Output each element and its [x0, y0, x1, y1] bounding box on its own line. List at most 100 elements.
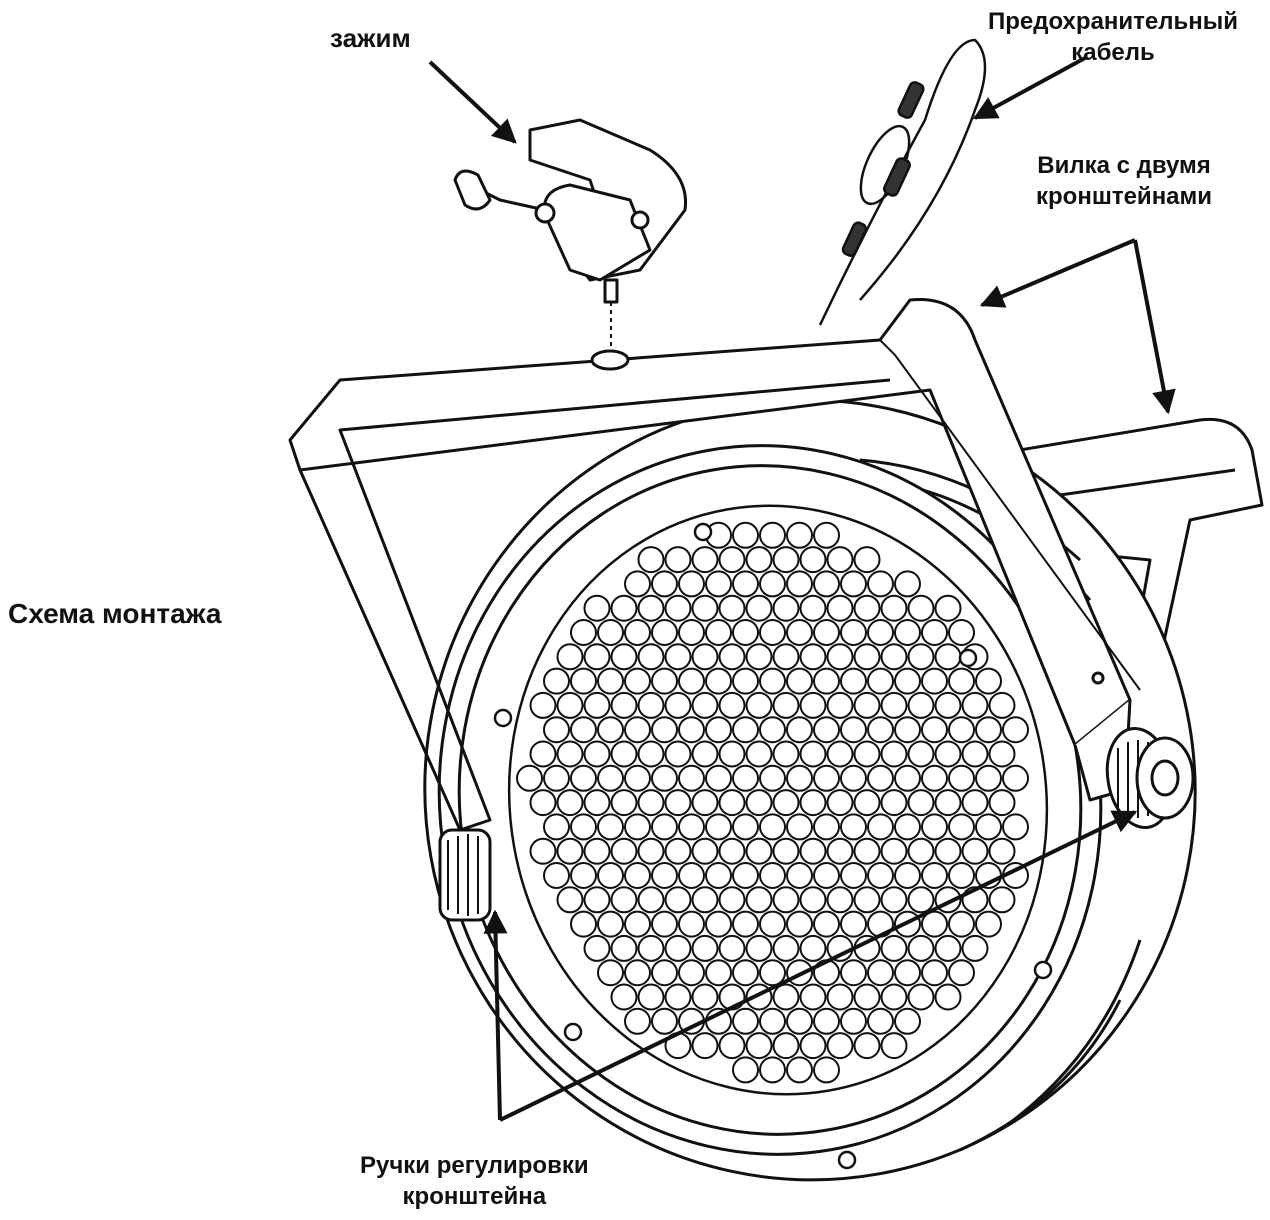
led	[570, 667, 597, 695]
led	[664, 691, 692, 719]
led	[894, 716, 921, 744]
led	[664, 886, 692, 914]
led	[880, 740, 908, 768]
led	[732, 716, 759, 744]
led	[867, 862, 894, 889]
arrow-knob-left	[483, 909, 508, 1121]
led	[745, 643, 773, 671]
led	[678, 764, 705, 792]
led	[543, 764, 570, 792]
led	[867, 764, 894, 792]
led	[745, 740, 773, 768]
led	[691, 740, 719, 768]
led	[921, 862, 948, 889]
led	[975, 813, 1002, 841]
led	[637, 643, 665, 671]
led	[772, 789, 800, 817]
led	[610, 886, 638, 914]
arrow-safety-cable	[972, 56, 1086, 120]
led	[988, 886, 1016, 914]
led	[813, 716, 840, 744]
clamp-drawing	[453, 118, 688, 304]
led	[799, 837, 827, 865]
led	[651, 910, 678, 938]
led	[664, 643, 692, 671]
led	[921, 813, 948, 841]
led	[988, 740, 1016, 768]
led	[759, 716, 786, 744]
knobs-label: Ручки регулировки кронштейна	[360, 1150, 589, 1212]
led	[975, 667, 1002, 695]
led	[637, 837, 665, 865]
led	[583, 740, 611, 768]
led	[799, 934, 827, 962]
led	[867, 959, 894, 987]
led	[597, 619, 624, 646]
led	[907, 886, 935, 914]
led	[691, 886, 719, 914]
led	[651, 667, 678, 695]
led	[610, 934, 638, 962]
led	[759, 862, 786, 889]
led	[732, 1007, 759, 1035]
led	[691, 934, 719, 962]
led	[570, 862, 597, 889]
led	[880, 643, 908, 671]
led	[597, 862, 624, 889]
led	[745, 886, 773, 914]
led	[705, 764, 732, 792]
led	[637, 546, 665, 574]
led	[678, 716, 705, 744]
led	[705, 862, 732, 889]
led	[894, 619, 921, 646]
led	[813, 619, 840, 646]
led	[988, 837, 1016, 865]
led	[732, 570, 759, 598]
led	[907, 983, 935, 1011]
knobs-label-line1: Ручки регулировки	[360, 1152, 589, 1179]
led	[772, 594, 800, 622]
led	[718, 643, 746, 671]
led	[691, 983, 719, 1011]
led	[853, 643, 881, 671]
led	[840, 959, 867, 987]
led	[826, 837, 854, 865]
led	[691, 789, 719, 817]
led	[786, 1056, 813, 1084]
led	[718, 789, 746, 817]
led	[664, 740, 692, 768]
led	[799, 546, 827, 574]
led	[732, 813, 759, 841]
yoke-label-line1: Вилка с двумя	[1037, 152, 1211, 179]
led	[880, 934, 908, 962]
led	[934, 691, 962, 719]
led	[840, 862, 867, 889]
led	[624, 862, 651, 889]
led	[961, 740, 989, 768]
led	[975, 764, 1002, 792]
led	[1002, 716, 1029, 744]
led	[732, 1056, 759, 1084]
led	[678, 813, 705, 841]
led	[772, 934, 800, 962]
led	[948, 716, 975, 744]
led	[853, 546, 881, 574]
led	[759, 1056, 786, 1084]
led	[948, 619, 975, 646]
led	[894, 570, 921, 598]
led	[583, 837, 611, 865]
led	[948, 813, 975, 841]
led	[867, 619, 894, 646]
led	[691, 837, 719, 865]
led	[975, 910, 1002, 938]
led	[894, 764, 921, 792]
led	[624, 667, 651, 695]
led	[678, 570, 705, 598]
led-array	[516, 521, 1029, 1084]
led	[705, 910, 732, 938]
led	[732, 667, 759, 695]
led	[610, 594, 638, 622]
led	[975, 716, 1002, 744]
led	[678, 910, 705, 938]
